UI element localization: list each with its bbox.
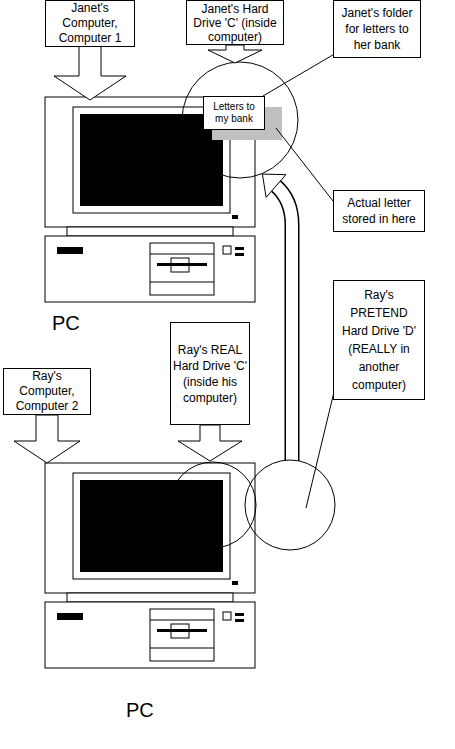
node-text: Ray's Computer, Computer 2 [6,369,88,414]
hard-drive-circle [182,62,298,178]
node-text: Janet's Computer, Computer 1 [48,1,132,46]
callout-box: Janet's Hard Drive 'C' (inside computer) [186,0,284,45]
callout-pointer [54,45,126,100]
hard-drive-circle [245,460,335,550]
callout-box: Actual letter stored in here [333,190,425,232]
callout-box: Ray's REAL Hard Drive 'C' (inside his co… [170,322,250,425]
link-band [276,186,292,461]
node-text: Janet's folder for letters to her bank [336,5,418,53]
callout-box: Janet's folder for letters to her bank [333,0,421,58]
arrow-head [262,174,286,197]
node-text: Actual letter stored in here [336,195,422,227]
callout-pointer [14,415,80,463]
callout-pointer [178,425,242,461]
computer-label: PC [126,699,154,722]
node-text: Ray's PRETEND Hard Drive 'D' (REALLY in … [336,286,422,394]
leader-line [276,128,333,201]
node-text: Janet's Hard Drive 'C' (inside computer) [189,2,281,44]
callout-box: Ray's PRETEND Hard Drive 'D' (REALLY in … [333,280,425,400]
callout-pointer [208,45,262,63]
node-text: Letters to my bank [206,101,262,125]
callout-box: Janet's Computer, Computer 1 [45,0,135,47]
ray-computer [45,463,255,668]
computer-label: PC [52,312,80,335]
hard-drive-circle [170,462,256,548]
leader-line [263,55,333,96]
link-band-fill [276,186,292,461]
leader-line [306,392,334,508]
folder-box: Letters to my bank [203,96,265,130]
callout-box: Ray's Computer, Computer 2 [3,368,91,415]
node-text: Ray's REAL Hard Drive 'C' (inside his co… [173,342,247,406]
